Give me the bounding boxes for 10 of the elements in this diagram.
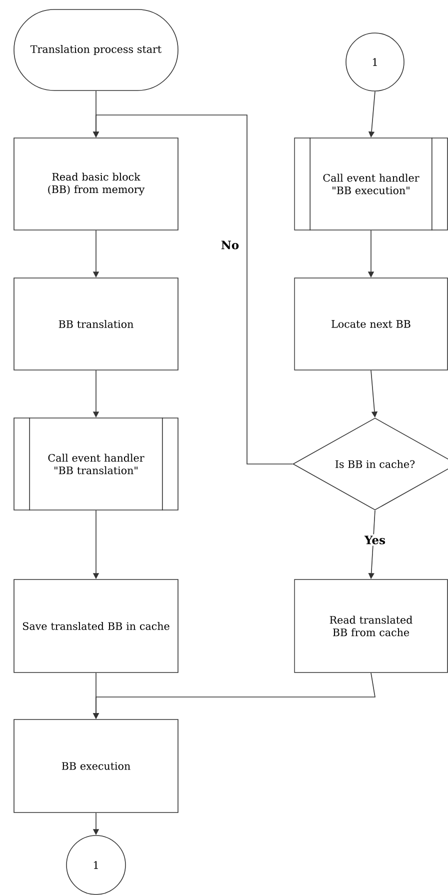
process-box: Save translated BB in cache [14, 579, 178, 673]
process-box: Locate next BB [294, 278, 448, 370]
process-box: BB translation [14, 278, 178, 370]
process-box: Read basic block (BB) from memory [14, 138, 178, 230]
process-box: Read translated BB from cache [294, 579, 448, 673]
edge-label: Yes [363, 534, 387, 546]
process-box: BB execution [14, 719, 178, 813]
edge-label: No [219, 239, 241, 251]
subroutine-box: Call event handler "BB translation" [14, 417, 178, 511]
subroutine-box: Call event handler "BB execution" [294, 137, 448, 231]
